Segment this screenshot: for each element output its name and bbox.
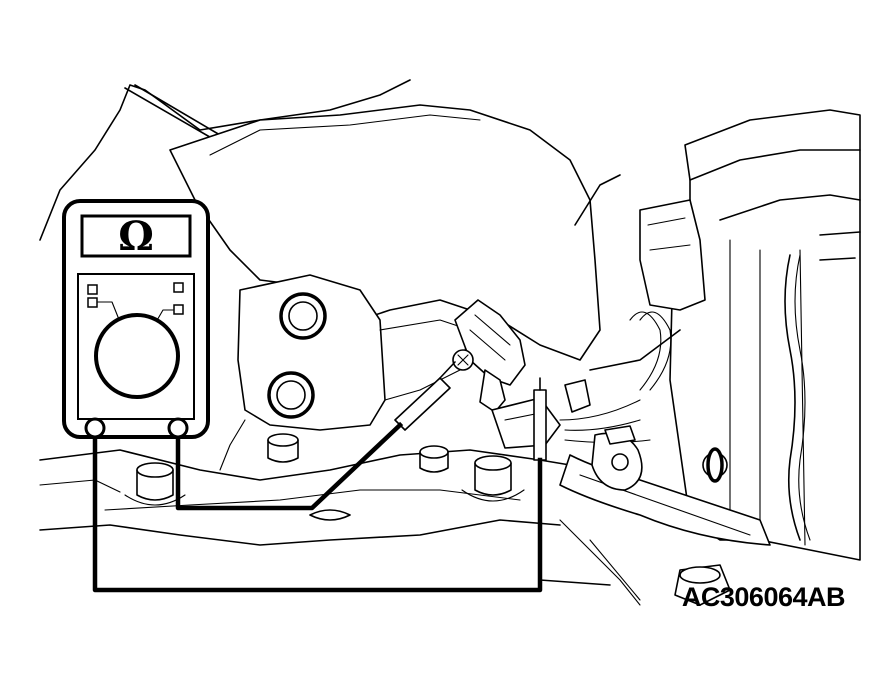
probe-negative bbox=[533, 377, 547, 461]
selector-dial bbox=[94, 313, 180, 399]
bolt-left bbox=[124, 462, 186, 506]
ohm-symbol: Ω bbox=[118, 213, 154, 260]
engine-bolts bbox=[124, 433, 525, 506]
engine-body bbox=[39, 79, 861, 606]
bolt-middle-upper bbox=[267, 433, 299, 463]
bolt-middle bbox=[419, 445, 449, 473]
lead-positive bbox=[175, 421, 404, 511]
test-leads bbox=[92, 421, 543, 593]
jack-ohm bbox=[167, 417, 189, 439]
jack-common bbox=[84, 417, 106, 439]
ohmmeter: Ω bbox=[62, 199, 210, 439]
probe-positive bbox=[394, 361, 456, 431]
lead-negative bbox=[92, 425, 543, 593]
bolt-right bbox=[461, 455, 525, 502]
reference-code: AC306064AB bbox=[681, 582, 846, 612]
